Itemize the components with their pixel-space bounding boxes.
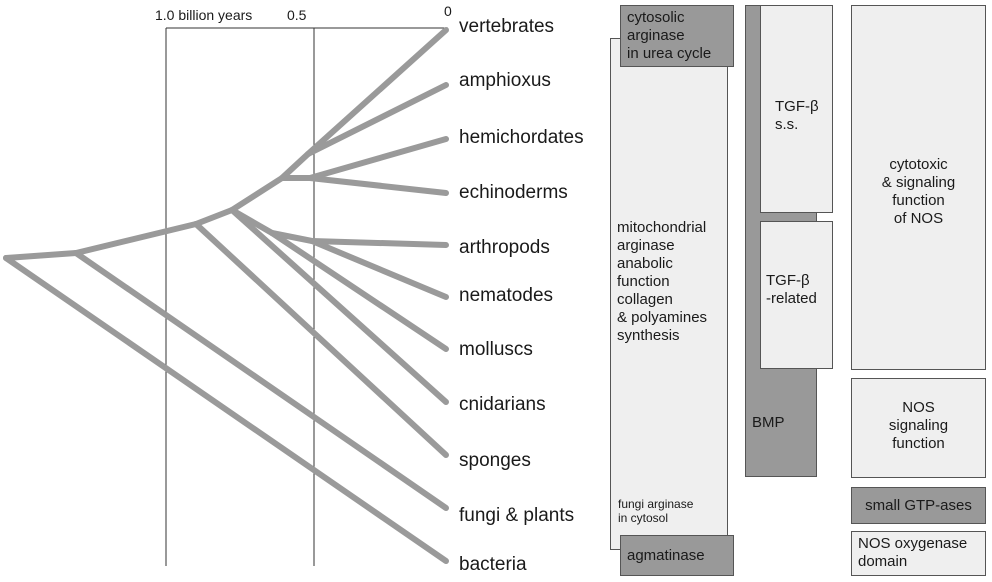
small-gtpases-box: small GTP-ases xyxy=(851,487,986,524)
taxon-nematodes: nematodes xyxy=(459,285,553,306)
branch-eukaryote-stem xyxy=(73,221,199,256)
branch-chordate-stem xyxy=(279,151,311,181)
branch-fungi-plants xyxy=(73,250,449,511)
branch-molluscs xyxy=(269,230,449,352)
taxon-labels: vertebrates amphioxus hemichordates echi… xyxy=(459,16,584,575)
nos-signaling-box: NOS signaling function xyxy=(851,378,986,478)
tgf-beta-ss-box: TGF-β s.s. xyxy=(760,5,833,213)
axis-label-1-billion: 1.0 billion years xyxy=(155,7,252,23)
taxon-echinoderms: echinoderms xyxy=(459,182,568,203)
branch-bacteria xyxy=(3,255,449,564)
branch-root xyxy=(3,250,79,261)
branch-deuterostome-stem xyxy=(229,175,285,213)
branch-echinoderms xyxy=(307,175,449,196)
fungi-arginase-label: fungi arginase in cytosol xyxy=(618,497,694,525)
branch-metazoa-stem xyxy=(193,207,235,227)
branch-vertebrates xyxy=(305,27,449,157)
branch-amphioxus xyxy=(305,82,449,157)
nos-oxygenase-box: NOS oxygenase domain xyxy=(851,531,986,576)
branch-sponges xyxy=(193,221,449,458)
nos-cytotoxic-box: cytotoxic & signaling function of NOS xyxy=(851,5,986,370)
branch-arthropods xyxy=(309,238,449,248)
taxon-amphioxus: amphioxus xyxy=(459,70,551,91)
branch-hemichordates xyxy=(307,136,449,181)
axis-label-half: 0.5 xyxy=(287,7,307,23)
tgf-beta-related-box: TGF-β -related xyxy=(760,221,833,369)
branch-cnidarians xyxy=(229,207,449,405)
taxon-molluscs: molluscs xyxy=(459,339,533,360)
taxon-bacteria: bacteria xyxy=(459,554,527,575)
agmatinase-box: agmatinase xyxy=(620,535,734,576)
taxon-cnidarians: cnidarians xyxy=(459,394,546,415)
cytosolic-arginase-box: cytosolic arginase in urea cycle xyxy=(620,5,734,67)
tree-branches xyxy=(3,27,449,564)
axis-label-zero: 0 xyxy=(444,3,452,19)
taxon-arthropods: arthropods xyxy=(459,237,550,258)
taxon-hemichordates: hemichordates xyxy=(459,127,584,148)
taxon-sponges: sponges xyxy=(459,450,531,471)
taxon-fungi-plants: fungi & plants xyxy=(459,505,574,526)
taxon-vertebrates: vertebrates xyxy=(459,16,554,37)
mitochondrial-arginase-box: mitochondrial arginase anabolic function… xyxy=(610,38,728,550)
branch-nematodes xyxy=(309,238,449,300)
